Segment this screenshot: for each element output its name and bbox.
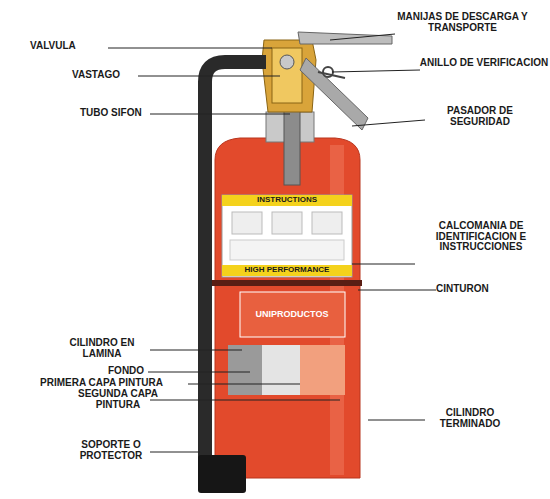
part-label: SEGUNDA CAPA PINTURA bbox=[78, 389, 158, 410]
leader-line bbox=[188, 384, 300, 385]
safety-pin bbox=[318, 72, 345, 78]
part-label: CILINDRO EN LAMINA bbox=[52, 338, 152, 359]
leader-line bbox=[352, 120, 425, 126]
decal-pictogram bbox=[312, 212, 342, 234]
brand-text: UNIPRODUCTOS bbox=[242, 310, 342, 319]
decal-text: HIGH PERFORMANCE bbox=[222, 266, 352, 274]
decal bbox=[222, 195, 352, 277]
part-label: MANIJAS DE DESCARGA Y TRANSPORTE bbox=[395, 12, 530, 33]
leader-line bbox=[148, 372, 250, 373]
decal-symbols bbox=[230, 240, 344, 260]
leader-line bbox=[150, 400, 340, 401]
leader-line bbox=[332, 70, 420, 72]
belt bbox=[212, 280, 362, 286]
leader-line bbox=[138, 76, 280, 77]
cylinder-body bbox=[215, 138, 360, 478]
paint-layer bbox=[300, 345, 345, 395]
part-label: ANILLO DE VERIFICACION bbox=[418, 58, 550, 69]
valve-stem bbox=[280, 55, 294, 69]
brand-label bbox=[240, 292, 345, 337]
decal-pictogram bbox=[272, 212, 302, 234]
part-label: FONDO bbox=[108, 366, 158, 377]
top-lever bbox=[298, 32, 392, 44]
part-label: CINTURON bbox=[436, 284, 526, 295]
decal-header bbox=[222, 195, 352, 206]
leader-line bbox=[358, 290, 436, 291]
base-protector bbox=[198, 455, 246, 493]
leader-line bbox=[368, 420, 425, 421]
part-label: TUBO SIFON bbox=[80, 108, 155, 119]
primer-layer bbox=[262, 345, 300, 395]
decal-footer bbox=[222, 265, 352, 276]
decal-text: INSTRUCTIONS bbox=[222, 196, 352, 204]
part-label: CILINDRO TERMINADO bbox=[425, 408, 515, 429]
part-label: SOPORTE O PROTECTOR bbox=[70, 440, 152, 461]
part-label: VALVULA bbox=[30, 41, 110, 52]
leader-line bbox=[352, 264, 415, 265]
leader-line bbox=[150, 452, 200, 453]
siphon-tube bbox=[284, 110, 300, 185]
leader-line bbox=[150, 114, 290, 115]
leader-line bbox=[150, 350, 242, 351]
sheet-layer bbox=[228, 345, 262, 395]
leader-line bbox=[108, 48, 272, 49]
decal-pictogram bbox=[232, 212, 262, 234]
part-label: CALCOMANIA DE IDENTIFICACION E INSTRUCCI… bbox=[412, 221, 550, 253]
leader-line bbox=[330, 34, 395, 40]
bottom-handle bbox=[300, 58, 368, 130]
part-label: PASADOR DE SEGURIDAD bbox=[425, 106, 535, 127]
part-label: VASTAGO bbox=[72, 70, 142, 81]
part-label: PRIMERA CAPA PINTURA bbox=[40, 378, 200, 389]
